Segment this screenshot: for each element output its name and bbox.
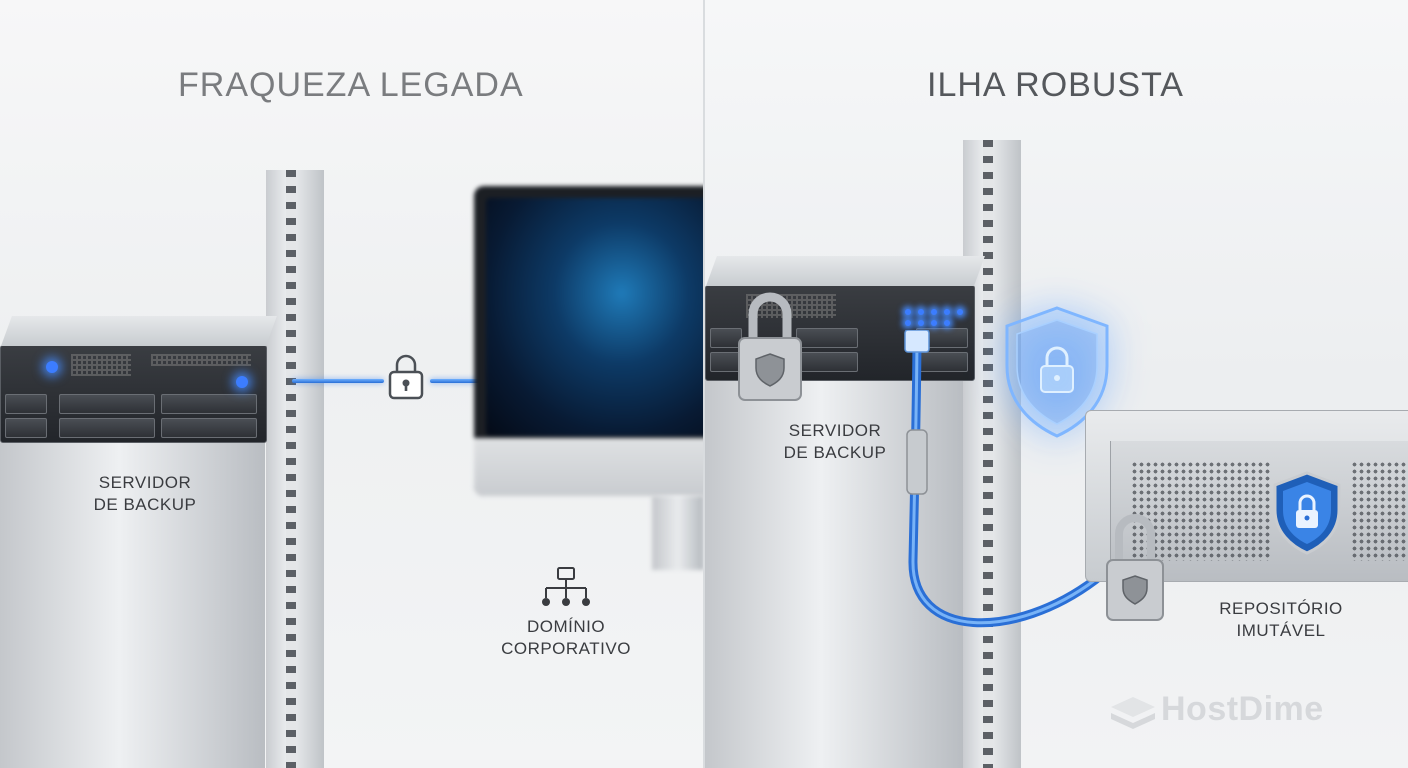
right-panel: ILHA ROBUSTA SERVIDOR DE BA	[705, 0, 1408, 768]
port-led	[905, 309, 911, 315]
shield-lock-icon	[1273, 471, 1341, 555]
domain-label-line1: DOMÍNIO	[526, 617, 606, 636]
hostdime-logo-text: HostDime	[1161, 690, 1324, 728]
repo-label-line1: REPOSITÓRIO	[1219, 599, 1343, 618]
right-server-label-line2: DE BACKUP	[783, 443, 887, 462]
port-led	[944, 320, 950, 326]
monitor-screen	[486, 198, 704, 436]
port-led	[905, 320, 911, 326]
port-led	[918, 309, 924, 315]
port-led	[931, 320, 937, 326]
right-server-label-line1: SERVIDOR	[788, 421, 882, 440]
network-cable	[292, 379, 384, 383]
port-led	[957, 309, 963, 315]
port-led	[236, 376, 248, 388]
left-rack-cabinet	[0, 440, 265, 768]
left-server-label-line1: SERVIDOR	[98, 473, 192, 492]
right-panel-title: ILHA ROBUSTA	[927, 66, 1184, 104]
left-panel-title: FRAQUEZA LEGADA	[178, 66, 524, 104]
shield-lock-icon	[1005, 306, 1109, 438]
monitor-stand	[652, 496, 704, 570]
immutable-repository	[1085, 410, 1408, 582]
repo-label: REPOSITÓRIO IMUTÁVEL	[1211, 598, 1351, 642]
port-led	[944, 309, 950, 315]
padlock-icon	[1106, 514, 1164, 621]
port-led	[931, 309, 937, 315]
server-status-led	[46, 361, 58, 373]
left-panel: FRAQUEZA LEGADA SERVIDOR DE BACKUP	[0, 0, 704, 768]
domain-label: DOMÍNIO CORPORATIVO	[486, 616, 646, 660]
repo-label-line2: IMUTÁVEL	[1236, 621, 1326, 640]
hostdime-logo-icon	[1111, 697, 1155, 729]
network-cable	[430, 379, 482, 383]
port-led	[918, 320, 924, 326]
padlock-icon	[738, 292, 802, 401]
left-server-label: SERVIDOR DE BACKUP	[70, 472, 220, 516]
domain-label-line2: CORPORATIVO	[501, 639, 631, 658]
left-server-label-line2: DE BACKUP	[93, 495, 197, 514]
right-server-label: SERVIDOR DE BACKUP	[755, 420, 915, 464]
left-backup-server	[0, 316, 277, 443]
left-rack-post	[266, 170, 324, 768]
corporate-monitor	[474, 186, 704, 496]
panel-divider	[703, 0, 705, 768]
right-rack-post	[963, 140, 1021, 768]
lock-icon	[388, 354, 424, 400]
network-icon	[542, 567, 590, 606]
